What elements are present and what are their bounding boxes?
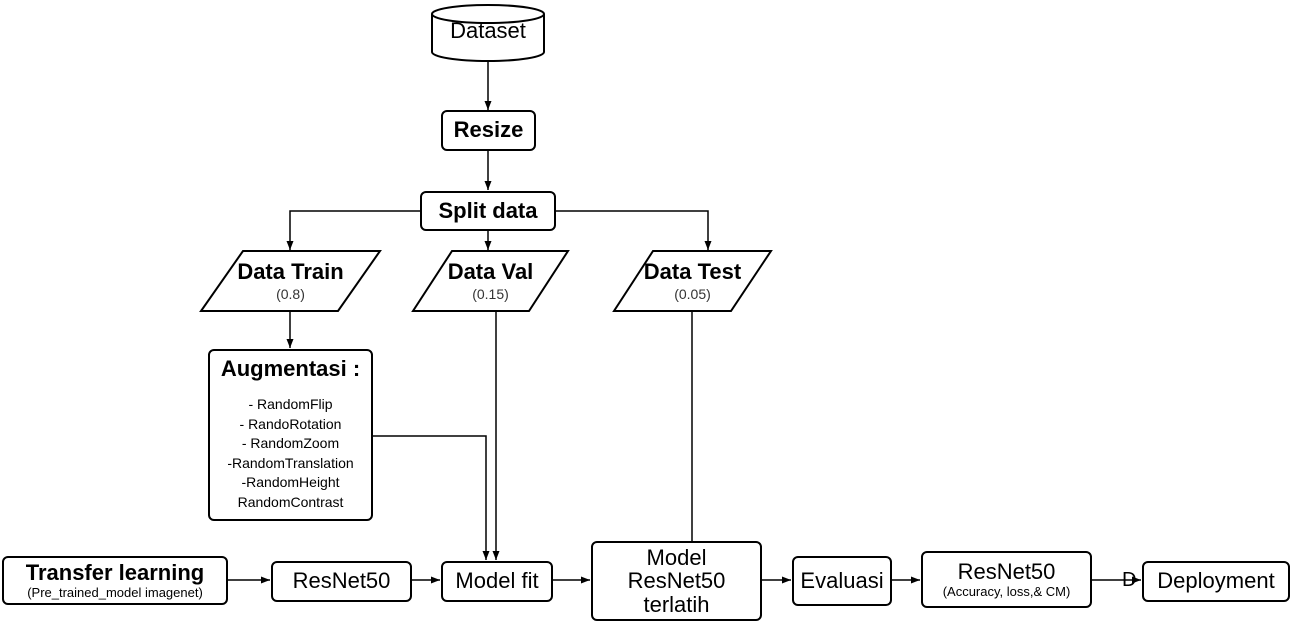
- data-val-title: Data Val: [447, 258, 534, 284]
- resnet50-eval-box: ResNet50 (Accuracy, loss,& CM): [921, 551, 1092, 608]
- data-val-shape: [411, 250, 570, 312]
- evaluasi-box: Evaluasi: [792, 556, 892, 606]
- data-train-shape: [199, 250, 382, 312]
- augmentasi-item: - RandomFlip: [248, 396, 333, 413]
- model-fit-box: Model fit: [441, 561, 553, 602]
- split-data-label: Split data: [438, 197, 538, 223]
- data-train-node: Data Train (0.8): [201, 253, 380, 309]
- model-trained-box: Model ResNet50 terlatih: [591, 541, 762, 621]
- arrow-split-test: [555, 210, 712, 250]
- resize-box: Resize: [441, 110, 536, 151]
- augmentasi-title: Augmentasi :: [220, 356, 361, 381]
- data-train-title: Data Train: [237, 258, 344, 284]
- augmentasi-item: RandomContrast: [237, 493, 344, 510]
- augmentasi-list: - RandomFlip - RandoRotation - RandomZoo…: [210, 395, 371, 512]
- augmentasi-item: -RandomTranslation: [227, 454, 354, 471]
- model-trained-line: ResNet50: [627, 568, 726, 594]
- arrow-augmentasi-modelfit: [373, 435, 490, 560]
- data-val-node: Data Val (0.15): [413, 253, 568, 309]
- transfer-learning-title: Transfer learning: [25, 559, 205, 585]
- resnet50-eval-sub: (Accuracy, loss,& CM): [942, 583, 1071, 599]
- transfer-learning-box: Transfer learning (Pre_trained_model ima…: [2, 556, 228, 605]
- resnet50-label: ResNet50: [292, 568, 391, 594]
- deployment-box: Deployment: [1142, 561, 1290, 602]
- deployment-label: Deployment: [1157, 568, 1275, 594]
- data-test-ratio: (0.05): [674, 286, 711, 303]
- augmentasi-box: Augmentasi : - RandomFlip - RandoRotatio…: [208, 349, 373, 521]
- arrow-split-train: [286, 210, 420, 250]
- data-test-node: Data Test (0.05): [614, 253, 771, 309]
- split-data-box: Split data: [420, 191, 556, 231]
- model-fit-label: Model fit: [455, 568, 539, 594]
- augmentasi-item: -RandomHeight: [241, 474, 340, 491]
- augmentasi-item: - RandoRotation: [239, 415, 342, 432]
- data-train-ratio: (0.8): [276, 286, 305, 303]
- dataset-label: Dataset: [450, 18, 526, 43]
- dataset-cylinder-shape: [431, 4, 545, 62]
- evaluasi-label: Evaluasi: [800, 567, 884, 593]
- model-trained-line: terlatih: [643, 591, 710, 617]
- data-test-shape: [612, 250, 773, 312]
- model-trained-line: Model: [646, 545, 707, 571]
- data-test-title: Data Test: [643, 258, 742, 284]
- data-val-ratio: (0.15): [472, 286, 509, 303]
- resnet50-eval-title: ResNet50: [957, 558, 1056, 584]
- resnet50-box: ResNet50: [271, 561, 412, 602]
- augmentasi-item: - RandomZoom: [241, 435, 340, 452]
- stray-label: D: [1122, 569, 1137, 591]
- transfer-learning-sub: (Pre_trained_model imagenet): [27, 584, 203, 600]
- resize-label: Resize: [453, 117, 524, 143]
